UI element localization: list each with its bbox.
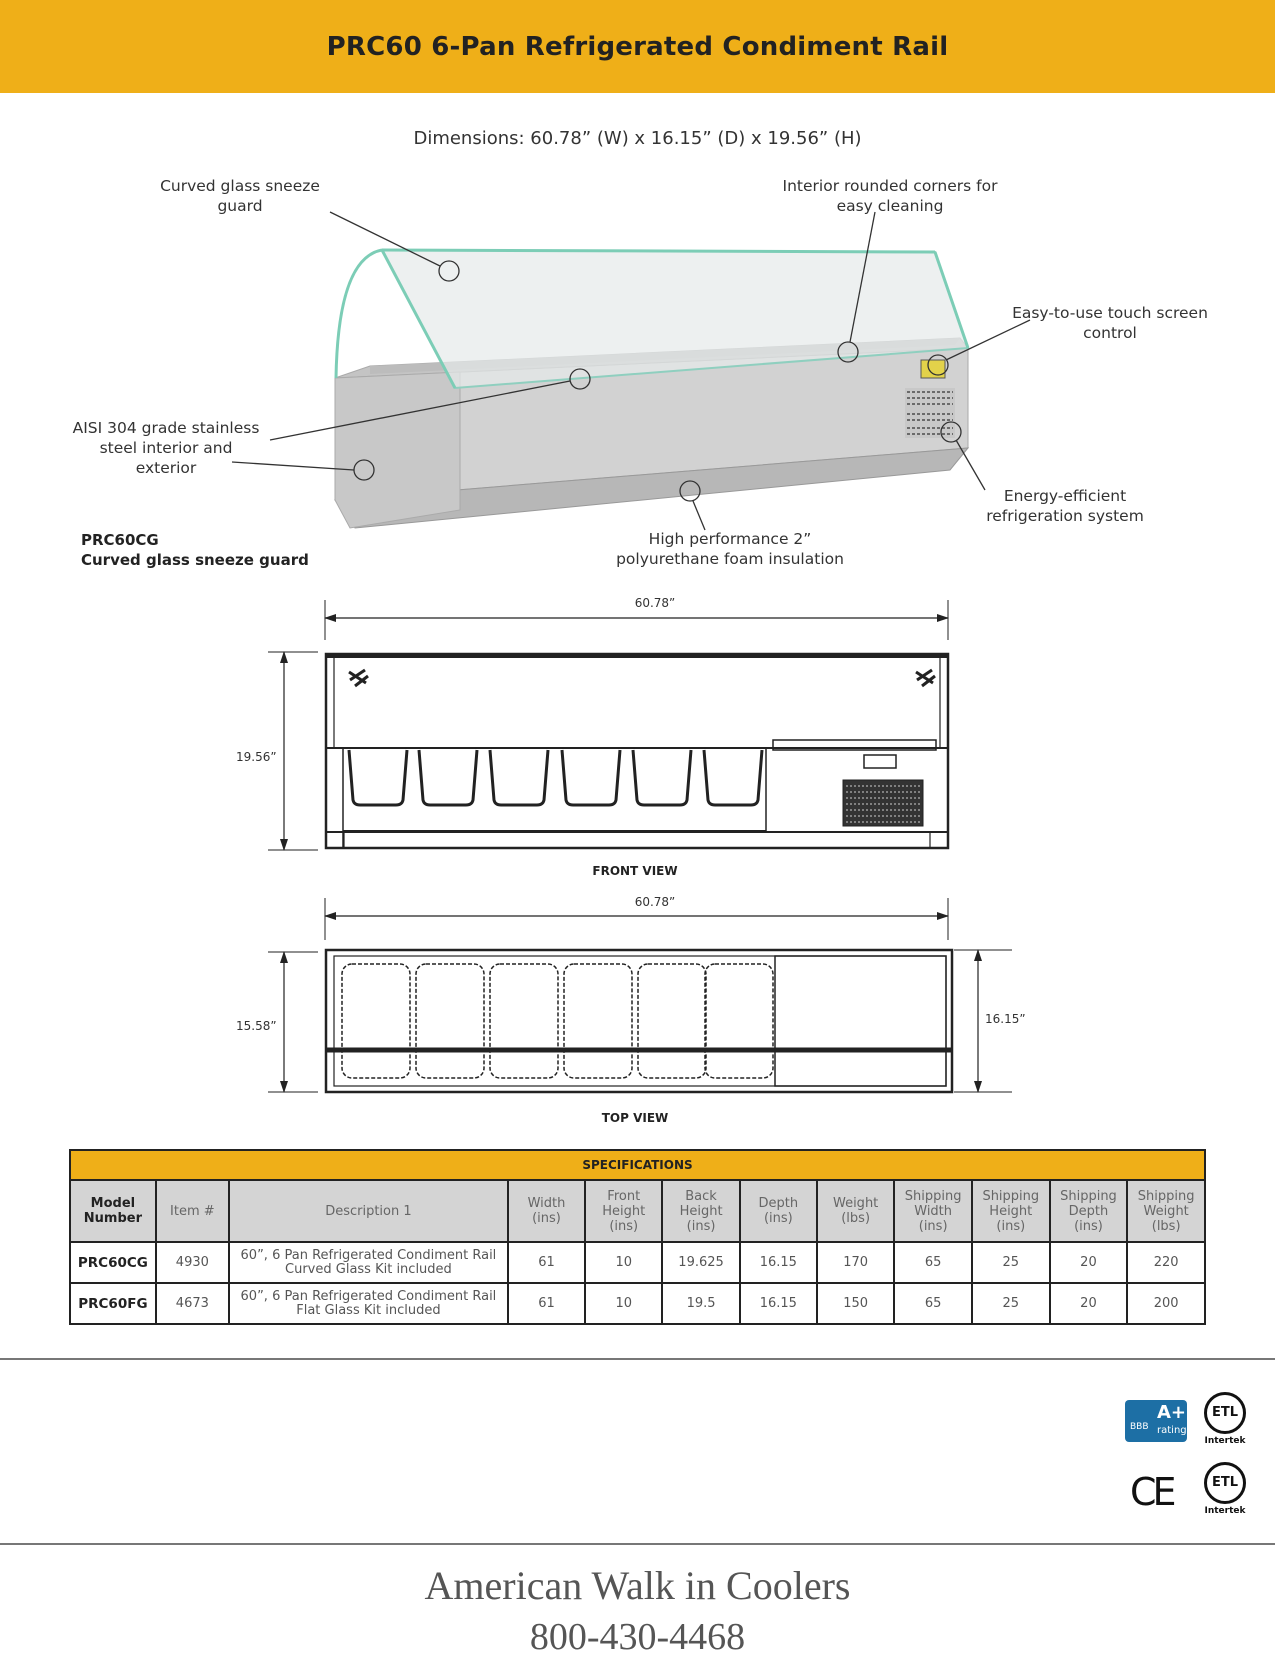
divider-top	[0, 1358, 1275, 1360]
cell-item: 4930	[154, 1241, 230, 1284]
col-header: Weight (lbs)	[815, 1179, 896, 1243]
cell-front-height: 10	[584, 1241, 664, 1284]
cell-weight: 150	[815, 1282, 896, 1325]
cell-ship-depth: 20	[1048, 1282, 1129, 1325]
cell-ship-weight: 200	[1126, 1282, 1206, 1325]
front-view-drawing	[268, 600, 950, 851]
glass-sneeze-guard	[334, 248, 970, 390]
cell-depth: 16.15	[738, 1241, 818, 1284]
specs-title: SPECIFICATIONS	[69, 1149, 1206, 1181]
col-header: Shipping Width (ins)	[893, 1179, 973, 1243]
etl-badge-2: ETL Intertek	[1203, 1462, 1247, 1520]
etl-mark: ETL	[1204, 1392, 1246, 1434]
col-header: Width (ins)	[506, 1179, 587, 1243]
col-header: Item #	[154, 1179, 230, 1243]
col-header: Model Number	[69, 1179, 157, 1243]
cell-ship-width: 65	[893, 1241, 973, 1284]
specs-header-row: Model Number Item # Description 1 Width …	[69, 1179, 1206, 1243]
intertek-label: Intertek	[1204, 1436, 1246, 1446]
callout-stainless: AISI 304 grade stainless steel interior …	[72, 419, 260, 477]
specs-title-row: SPECIFICATIONS	[69, 1149, 1206, 1181]
cell-ship-depth: 20	[1048, 1241, 1129, 1284]
col-header: Back Height (ins)	[661, 1179, 741, 1243]
cell-description: 60”, 6 Pan Refrigerated Condiment Rail C…	[227, 1241, 509, 1284]
front-width-label: 60.78”	[634, 596, 676, 610]
bbb-text: BBB	[1130, 1422, 1149, 1432]
top-depth-right-label: 16.15”	[985, 1012, 1026, 1026]
col-header: Front Height (ins)	[584, 1179, 664, 1243]
header-bar: PRC60 6-Pan Refrigerated Condiment Rail	[0, 0, 1275, 93]
top-width-label: 60.78”	[634, 895, 676, 909]
page-title: PRC60 6-Pan Refrigerated Condiment Rail	[326, 31, 949, 62]
front-height-label: 19.56”	[236, 750, 277, 764]
front-view-label: FRONT VIEW	[592, 864, 678, 878]
bbb-grade: A+	[1157, 1402, 1187, 1423]
bbb-badge: BBB A+ rating	[1125, 1400, 1187, 1442]
cell-front-height: 10	[584, 1282, 664, 1325]
ce-mark: CE	[1130, 1470, 1177, 1514]
cell-model: PRC60FG	[69, 1282, 157, 1325]
col-header: Description 1	[227, 1179, 509, 1243]
callout-interior-corners: Interior rounded corners for easy cleani…	[782, 177, 998, 215]
etl-mark: ETL	[1204, 1462, 1246, 1504]
top-depth-left-label: 15.58”	[236, 1019, 277, 1033]
dimensions-text: Dimensions: 60.78” (W) x 16.15” (D) x 19…	[413, 128, 862, 149]
cell-width: 61	[506, 1241, 587, 1284]
table-row: PRC60CG 4930 60”, 6 Pan Refrigerated Con…	[69, 1241, 1206, 1284]
table-row: PRC60FG 4673 60”, 6 Pan Refrigerated Con…	[69, 1282, 1206, 1325]
specifications-table: SPECIFICATIONS Model Number Item # Descr…	[69, 1149, 1206, 1325]
cell-back-height: 19.5	[661, 1282, 741, 1325]
cell-ship-weight: 220	[1126, 1241, 1206, 1284]
divider-bottom	[0, 1543, 1275, 1545]
cell-ship-height: 25	[970, 1241, 1051, 1284]
col-header: Shipping Height (ins)	[970, 1179, 1051, 1243]
col-header: Shipping Weight (lbs)	[1126, 1179, 1206, 1243]
etl-badge-1: ETL Intertek	[1203, 1392, 1247, 1450]
callout-curved-glass: Curved glass sneeze guard	[160, 177, 320, 215]
top-view-label: TOP VIEW	[601, 1111, 669, 1125]
callout-leaders	[231, 211, 1031, 531]
cell-weight: 170	[815, 1241, 896, 1284]
callout-insulation: High performance 2” polyurethane foam in…	[616, 530, 844, 568]
cell-item: 4673	[154, 1282, 230, 1325]
vent-grille	[907, 391, 953, 435]
company-name: American Walk in Coolers	[424, 1563, 851, 1608]
cell-back-height: 19.625	[661, 1241, 741, 1284]
bbb-rating: rating	[1157, 1425, 1187, 1436]
callout-touch-screen: Easy-to-use touch screen control	[1012, 304, 1208, 342]
col-header: Shipping Depth (ins)	[1048, 1179, 1129, 1243]
cell-width: 61	[506, 1282, 587, 1325]
control-panel	[905, 359, 955, 438]
cell-description: 60”, 6 Pan Refrigerated Condiment Rail F…	[227, 1282, 509, 1325]
model-caption-number: PRC60CG	[81, 531, 159, 549]
callout-refrigeration: Energy-efficient refrigeration system	[986, 487, 1144, 525]
cell-depth: 16.15	[738, 1282, 818, 1325]
model-caption: PRC60CG Curved glass sneeze guard	[81, 530, 309, 570]
col-header: Depth (ins)	[738, 1179, 818, 1243]
intertek-label: Intertek	[1204, 1506, 1246, 1516]
model-caption-desc: Curved glass sneeze guard	[81, 551, 309, 569]
cell-model: PRC60CG	[69, 1241, 157, 1284]
top-view-drawing	[268, 898, 1012, 1094]
cell-ship-width: 65	[893, 1282, 973, 1325]
company-phone: 800-430-4468	[529, 1616, 746, 1658]
cell-ship-height: 25	[970, 1282, 1051, 1325]
